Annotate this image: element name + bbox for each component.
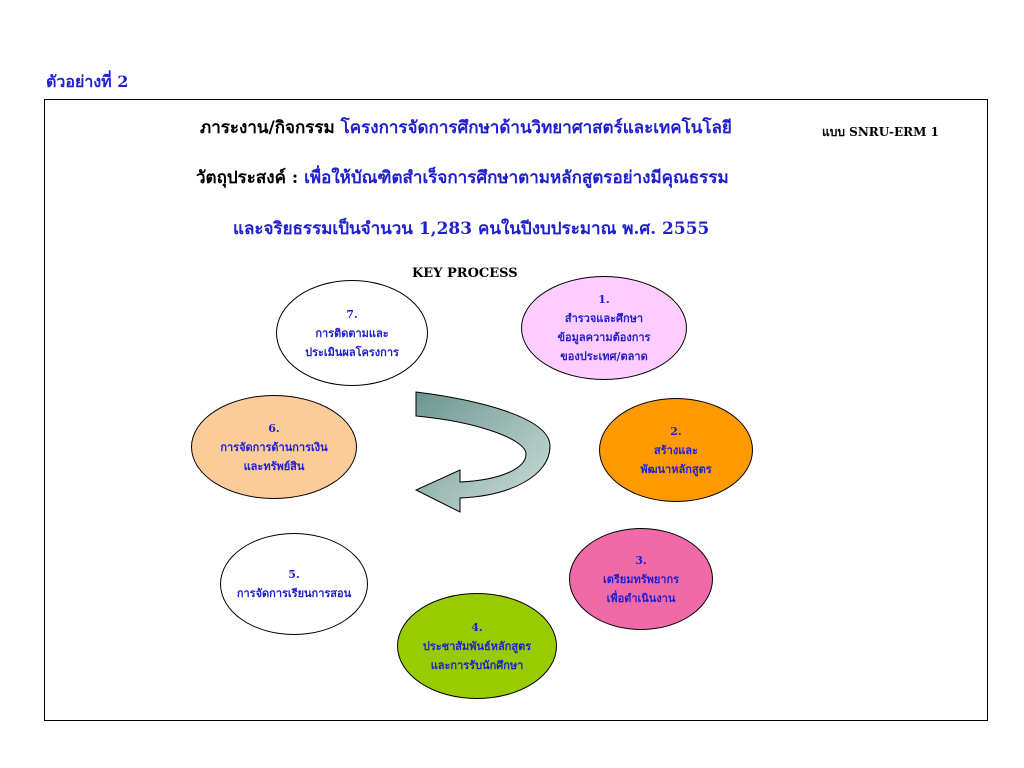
step-text: การติดตามและ (315, 326, 389, 340)
project-name: โครงการจัดการศึกษาด้านวิทยาศาสตร์และเทคโ… (340, 118, 732, 138)
step-text: ประเมินผลโครงการ (305, 345, 399, 359)
cycle-arrow-icon (414, 391, 551, 513)
objective-label: วัตถุประสงค์ : (196, 168, 299, 188)
step-text: ประชาสัมพันธ์หลักสูตร (422, 639, 532, 653)
step-text: และการรับนักศึกษา (430, 658, 524, 672)
step-text: สำรวจและศึกษา (564, 312, 644, 325)
step-number: 1. (598, 293, 610, 306)
step-text: การจัดการเรียนการสอน (236, 587, 352, 600)
form-code: แบบ SNRU-ERM 1 (822, 125, 939, 139)
cycle-arrow-body (414, 391, 551, 513)
step-text: พัฒนาหลักสูตร (640, 462, 712, 476)
step-number: 3. (635, 553, 647, 567)
step-number: 4. (471, 620, 483, 634)
step-number: 5. (288, 568, 300, 581)
process-step-7: 7. การติดตามและ ประเมินผลโครงการ (276, 280, 428, 386)
project-line: ภาระงาน/กิจกรรม โครงการจัดการศึกษาด้านวิ… (200, 114, 732, 141)
step-text: ของประเทศ/ตลาด (560, 350, 648, 363)
step-number: 6. (268, 421, 280, 435)
step-text: การจัดการด้านการเงิน (220, 440, 328, 454)
objective-line: วัตถุประสงค์ : เพื่อให้บัณฑิตสำเร็จการศึ… (196, 164, 729, 191)
content-frame (44, 99, 988, 721)
task-label: ภาระงาน/กิจกรรม (200, 118, 335, 138)
objective-text-1: เพื่อให้บัณฑิตสำเร็จการศึกษาตามหลักสูตรอ… (304, 168, 729, 188)
step-number: 2. (670, 424, 682, 438)
step-text: สร้างและ (654, 443, 698, 457)
process-step-3: 3. เตรียมทรัพยากร เพื่อดำเนินงาน (569, 528, 713, 630)
process-step-5: 5. การจัดการเรียนการสอน (220, 533, 368, 635)
objective-text-2: และจริยธรรมเป็นจำนวน 1,283 คนในปีงบประมา… (233, 219, 710, 239)
process-step-4: 4. ประชาสัมพันธ์หลักสูตร และการรับนักศึก… (397, 593, 557, 699)
step-text: และทรัพย์สิน (243, 459, 305, 473)
diagram-title: KEY PROCESS (412, 266, 518, 281)
process-step-6: 6. การจัดการด้านการเงิน และทรัพย์สิน (191, 395, 357, 499)
example-label: ตัวอย่างที่ 2 (46, 72, 129, 91)
step-text: ข้อมูลความต้องการ (557, 331, 651, 344)
step-number: 7. (346, 307, 358, 321)
process-step-1: 1. สำรวจและศึกษา ข้อมูลความต้องการ ของปร… (521, 276, 687, 380)
step-text: เตรียมทรัพยากร (602, 572, 680, 586)
process-step-2: 2. สร้างและ พัฒนาหลักสูตร (599, 398, 753, 502)
step-text: เพื่อดำเนินงาน (606, 591, 676, 605)
